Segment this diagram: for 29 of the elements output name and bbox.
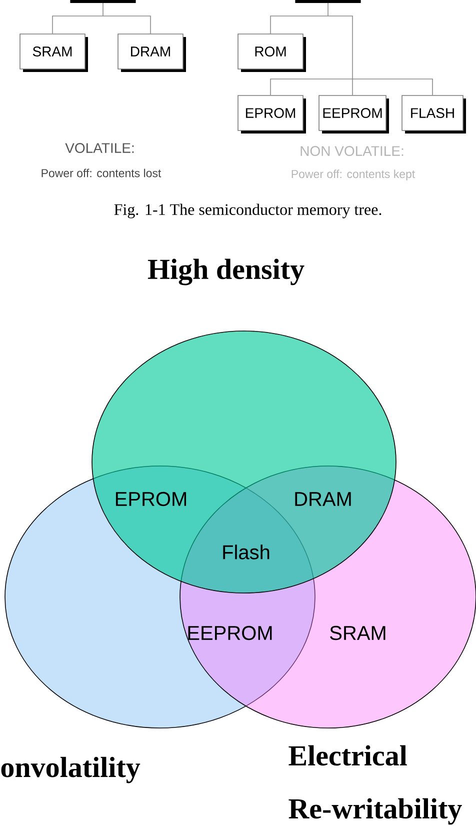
note-text: Power off: contents kept bbox=[292, 170, 416, 180]
connector-line bbox=[52, 16, 104, 34]
category-label: VOLATILE: bbox=[65, 143, 134, 153]
region-label: SRAM bbox=[330, 626, 386, 640]
memory-box: ROM bbox=[238, 34, 306, 72]
set-heading: Electrical Re-writability bbox=[288, 745, 462, 825]
memory-box: EEPROM bbox=[318, 95, 389, 134]
note-text: Power off: contents lost bbox=[42, 168, 162, 178]
figure-caption: Fig. 1-1 The semiconductor memory tree. bbox=[114, 204, 382, 218]
region-label: Flash bbox=[223, 544, 270, 560]
connector-line bbox=[270, 78, 353, 96]
set-heading: High density bbox=[148, 258, 304, 286]
connector-line bbox=[352, 78, 353, 96]
connector-line bbox=[352, 78, 433, 96]
set-heading: onvolatility bbox=[1, 756, 140, 784]
connector-line bbox=[328, 16, 353, 80]
region-label: EPROM bbox=[116, 492, 186, 506]
memory-box: SRAM bbox=[20, 34, 88, 72]
memory-box: FLASH bbox=[402, 95, 466, 134]
cropped-box bbox=[295, 0, 361, 3]
memory-box: EPROM bbox=[238, 95, 306, 134]
connector-line bbox=[102, 2, 104, 16]
connector-line bbox=[270, 16, 328, 34]
region-label: EEPROM bbox=[188, 626, 272, 640]
connector-line bbox=[102, 16, 151, 34]
cropped-box bbox=[70, 0, 136, 3]
category-label: NON VOLATILE: bbox=[300, 146, 404, 156]
memory-box: DRAM bbox=[118, 34, 186, 72]
region-label: DRAM bbox=[295, 492, 351, 506]
